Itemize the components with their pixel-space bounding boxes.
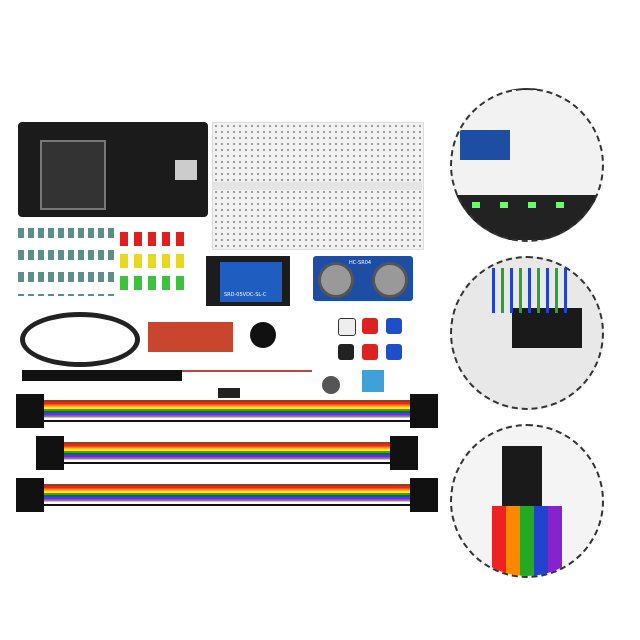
button-red bbox=[362, 318, 378, 334]
pin-headers-left-2 bbox=[36, 436, 64, 470]
button-black bbox=[338, 344, 354, 360]
potentiometer bbox=[322, 376, 340, 394]
detail-wires bbox=[492, 268, 572, 313]
detail-circuit bbox=[450, 256, 604, 410]
tilt-switch bbox=[218, 388, 240, 398]
button-blue bbox=[386, 318, 402, 334]
sonar-transducer-left bbox=[318, 262, 354, 298]
water-level-sensor bbox=[148, 322, 233, 352]
usb-cable bbox=[20, 312, 140, 367]
relay-label: SRD-05VDC-SL-C bbox=[224, 292, 267, 298]
button-white bbox=[338, 318, 356, 336]
detail-jumpers bbox=[450, 424, 604, 578]
micro-usb-port bbox=[175, 160, 197, 180]
button-red-2 bbox=[362, 344, 378, 360]
sonar-label: HC-SR04 bbox=[349, 260, 372, 266]
strip-wire bbox=[182, 370, 312, 372]
relay-block: SRD-05VDC-SL-C bbox=[220, 262, 282, 302]
jumper-wires-1 bbox=[40, 400, 410, 422]
detail-breadboard bbox=[450, 88, 604, 242]
breadboard-divider bbox=[212, 182, 422, 190]
detail-connector bbox=[502, 446, 542, 506]
resistor-grid bbox=[18, 228, 116, 296]
jumper-wires-2 bbox=[60, 442, 390, 464]
pin-headers-left-3 bbox=[16, 478, 44, 512]
led-grid bbox=[120, 232, 190, 292]
jumper-wires-3 bbox=[40, 484, 410, 506]
wifi-module bbox=[40, 140, 106, 210]
sonar-transducer-right bbox=[372, 262, 408, 298]
detail-wire-colors bbox=[492, 506, 562, 576]
pin-headers-right-2 bbox=[390, 436, 418, 470]
rgb-led-strip bbox=[22, 370, 182, 381]
detail-module bbox=[460, 130, 510, 160]
buzzer bbox=[250, 322, 276, 348]
dht11-sensor bbox=[362, 370, 384, 392]
detail-led-glow bbox=[472, 202, 582, 208]
pin-headers-left-1 bbox=[16, 394, 44, 428]
button-blue-2 bbox=[386, 344, 402, 360]
pin-headers-right-3 bbox=[410, 478, 438, 512]
pin-headers-right-1 bbox=[410, 394, 438, 428]
detail-board bbox=[512, 308, 582, 348]
